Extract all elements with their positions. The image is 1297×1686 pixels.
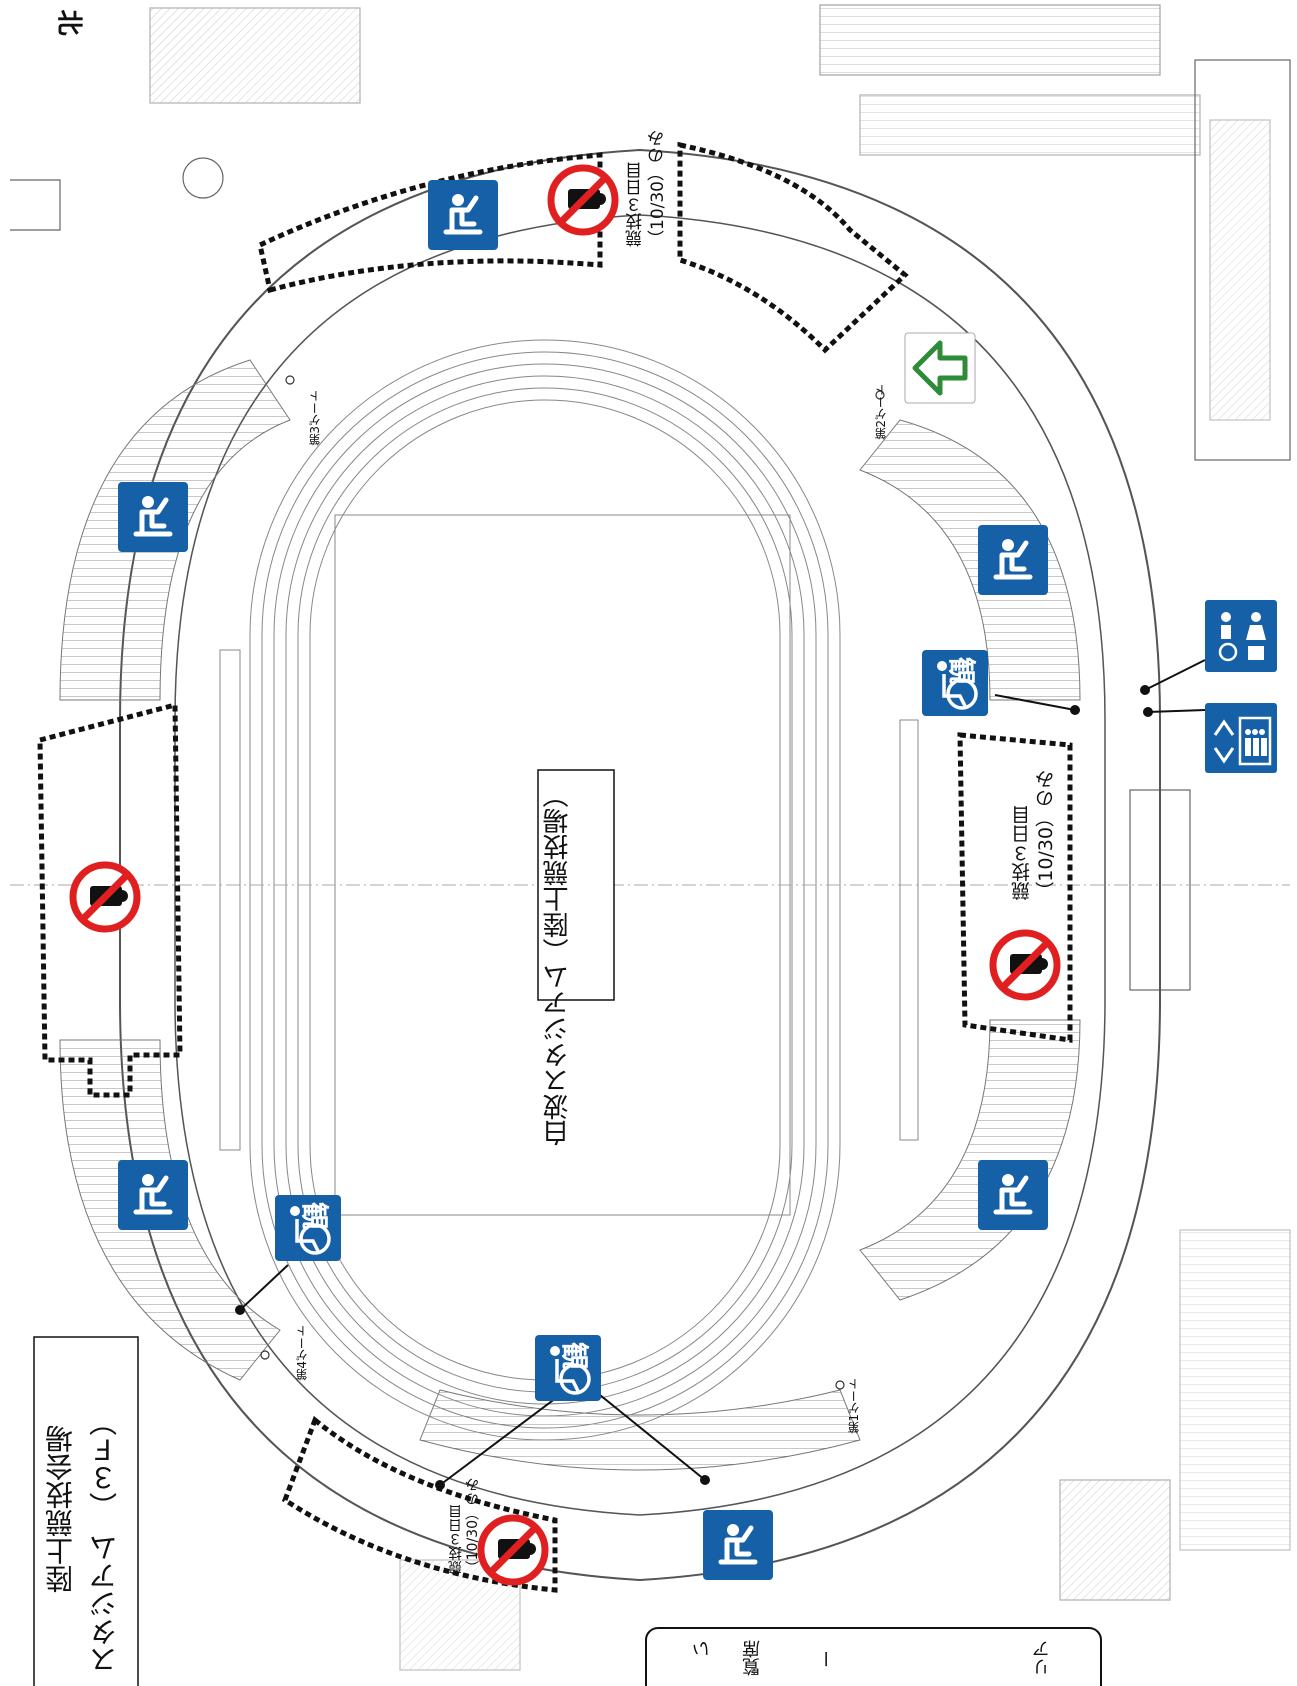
gate-1-label: 第1ゲート xyxy=(847,1378,861,1434)
legend-box xyxy=(645,1627,1102,1686)
entrance-arrow-icon xyxy=(904,332,976,404)
multipurpose-toilet-icon xyxy=(1205,600,1277,672)
page-title-line2: スタジアム （３Ｆ） xyxy=(88,1408,121,1674)
wheelchair-sign-char: 観 xyxy=(558,1341,592,1371)
legend-item-4: リア xyxy=(1032,1640,1053,1676)
venue-title-sub: （陸上競技場） xyxy=(543,782,573,964)
north-label: 北 xyxy=(53,9,84,36)
page-title-line1: 陸上競技会場 xyxy=(44,1425,77,1593)
page-subtitle: スタジアム （３Ｆ） xyxy=(84,1408,126,1674)
surroundings xyxy=(10,4,1291,1671)
venue-label-box xyxy=(537,769,615,1001)
legend-item-1: い xyxy=(692,1640,713,1658)
venue-title-main: 白波スタジアム xyxy=(543,964,573,1146)
note-day3-south-line2: （10/30）のみ xyxy=(465,1478,481,1575)
title-box xyxy=(33,1336,139,1686)
gate-markers xyxy=(260,375,885,1390)
wheelchair-sign-char: 観 xyxy=(945,656,979,686)
stadium-outline xyxy=(119,148,1161,1582)
restricted-areas xyxy=(37,141,1073,1593)
page-title: 陸上競技会場 xyxy=(40,1425,82,1593)
note-day3-south: 競技３日目（10/30）のみ xyxy=(448,1478,482,1574)
gate-3-label: 第3ゲート xyxy=(308,390,322,446)
wheelchair-sign-char: 観 xyxy=(298,1201,332,1231)
venue-title: 白波スタジアム（陸上競技場） xyxy=(542,782,574,1146)
note-day3-east: 競技３日目（10/30）のみ xyxy=(1010,770,1058,901)
elevator-icon xyxy=(1205,703,1277,773)
note-day3-north: 競技３日目（10/30）のみ xyxy=(625,130,669,247)
legend-item-3: ー xyxy=(817,1650,838,1668)
leader-lines xyxy=(235,659,1206,1490)
gate-2-label: 第2ゲート xyxy=(874,384,888,440)
note-day3-north-line2: （10/30）のみ xyxy=(648,130,668,247)
wheelchair-viewing-seat-icon xyxy=(273,648,990,1403)
note-day3-east-line1: 競技３日目 xyxy=(1011,805,1033,901)
legend-item-2: 覧席 xyxy=(742,1640,763,1676)
note-day3-north-line1: 競技３日目 xyxy=(626,162,646,247)
note-day3-east-line2: （10/30）のみ xyxy=(1035,770,1057,901)
gate-4-label: 第4ゲート xyxy=(295,1325,309,1381)
note-day3-south-line1: 競技３日目 xyxy=(448,1504,464,1575)
